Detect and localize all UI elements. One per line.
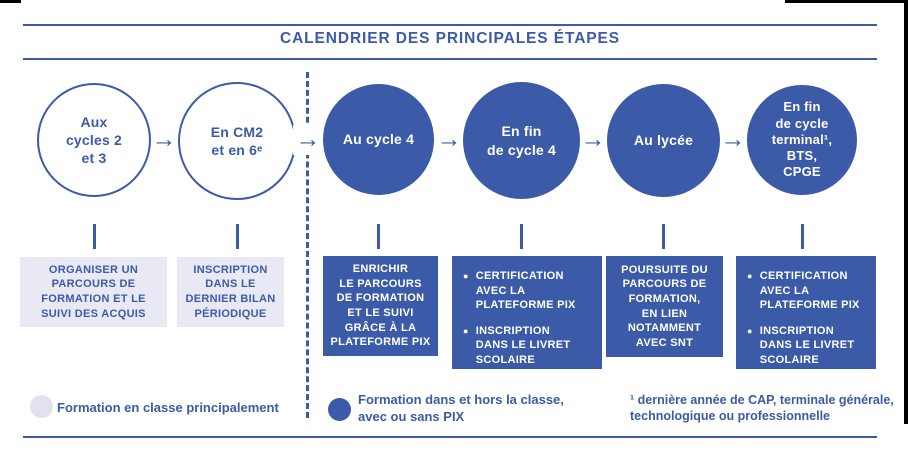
page-title: CALENDRIER DES PRINCIPALES ÉTAPES — [279, 30, 621, 47]
stage-circle-cycles-2-3: Aux cycles 2 et 3 — [37, 83, 151, 197]
arrow-right-icon: → — [293, 125, 323, 155]
action-box-text: ORGANISER UN PARCOURS DE FORMATION ET LE… — [41, 263, 146, 320]
phase-divider-dashed-line — [306, 72, 309, 418]
title-rule-top — [23, 24, 877, 26]
bullet-icon: ● — [747, 271, 753, 281]
action-box-text: ENRICHIR LE PARCOURS DE FORMATION ET LE … — [330, 263, 431, 349]
stage-circle-lycee: Au lycée — [607, 84, 720, 197]
bullet-list-item: ● INSCRIPTION DANS LE LIVRET SCOLAIRE — [463, 324, 596, 368]
connector-line — [377, 224, 380, 249]
stage-circle-label: En fin de cycle terminal¹, BTS, CPGE — [771, 99, 833, 180]
page-border-right — [904, 0, 908, 424]
connector-line — [236, 224, 239, 249]
stage-circle-cm2-6e: En CM2 et en 6ᵉ — [178, 82, 296, 200]
stage-action-box-lycee: POURSUITE DU PARCOURS DE FORMATION, EN L… — [606, 256, 723, 357]
stage-action-box-cycles-2-3: ORGANISER UN PARCOURS DE FORMATION ET LE… — [20, 257, 167, 327]
connector-line — [662, 224, 665, 249]
bullet-text: INSCRIPTION DANS LE LIVRET SCOLAIRE — [759, 324, 855, 366]
stage-action-box-terminal-bts-cpge: ● CERTIFICATION AVEC LA PLATEFORME PIX ●… — [736, 256, 876, 369]
stage-circle-label: En CM2 et en 6ᵉ — [210, 123, 264, 158]
arrow-right-icon: → — [580, 125, 606, 153]
stage-action-box-fin-cycle-4: ● CERTIFICATION AVEC LA PLATEFORME PIX ●… — [452, 256, 602, 369]
connector-line — [520, 224, 523, 249]
page-border-top-left — [0, 0, 21, 3]
stage-circle-cycle-4: Au cycle 4 — [323, 84, 434, 195]
bullet-icon: ● — [747, 325, 753, 336]
stage-circle-fin-cycle-4: En fin de cycle 4 — [463, 82, 580, 199]
stage-circle-terminal-bts-cpge: En fin de cycle terminal¹, BTS, CPGE — [747, 85, 857, 195]
bullet-list-item: ● CERTIFICATION AVEC LA PLATEFORME PIX — [747, 269, 870, 313]
bottom-rule — [23, 436, 877, 438]
stage-circle-label: Au cycle 4 — [342, 131, 415, 148]
bullet-list-item: ● INSCRIPTION DANS LE LIVRET SCOLAIRE — [747, 324, 870, 368]
bullet-text: CERTIFICATION AVEC LA PLATEFORME PIX — [759, 270, 860, 312]
bullet-text: INSCRIPTION DANS LE LIVRET SCOLAIRE — [475, 324, 571, 366]
title-rule-bottom — [23, 58, 877, 60]
legend-dark-label: Formation dans et hors la classe, avec o… — [358, 392, 564, 424]
connector-line — [801, 224, 804, 249]
bullet-list-item: ● CERTIFICATION AVEC LA PLATEFORME PIX — [463, 269, 596, 313]
bullet-icon: ● — [463, 271, 469, 281]
page-border-top-right — [785, 0, 908, 3]
bullet-text: CERTIFICATION AVEC LA PLATEFORME PIX — [475, 270, 576, 312]
connector-line — [93, 224, 96, 249]
legend-light-circle-icon — [30, 395, 53, 418]
stage-action-box-cycle-4: ENRICHIR LE PARCOURS DE FORMATION ET LE … — [323, 256, 438, 356]
arrow-right-icon: → — [151, 125, 177, 153]
legend-dark-circle-icon — [328, 398, 351, 421]
arrow-right-icon: → — [436, 125, 462, 153]
bullet-icon: ● — [463, 325, 469, 336]
action-box-text: POURSUITE DU PARCOURS DE FORMATION, EN L… — [621, 263, 708, 349]
action-box-text: INSCRIPTION DANS LE DERNIER BILAN PÉRIOD… — [185, 263, 276, 320]
stage-circle-label: En fin de cycle 4 — [487, 123, 556, 158]
legend-light-label: Formation en classe principalement — [57, 400, 279, 415]
stage-circle-label: Aux cycles 2 et 3 — [65, 113, 123, 167]
stage-action-box-cm2-6e: INSCRIPTION DANS LE DERNIER BILAN PÉRIOD… — [177, 257, 284, 327]
arrow-right-icon: → — [720, 125, 746, 153]
stage-circle-label: Au lycée — [633, 132, 694, 149]
footnote: ¹ dernière année de CAP, terminale génér… — [630, 393, 894, 424]
